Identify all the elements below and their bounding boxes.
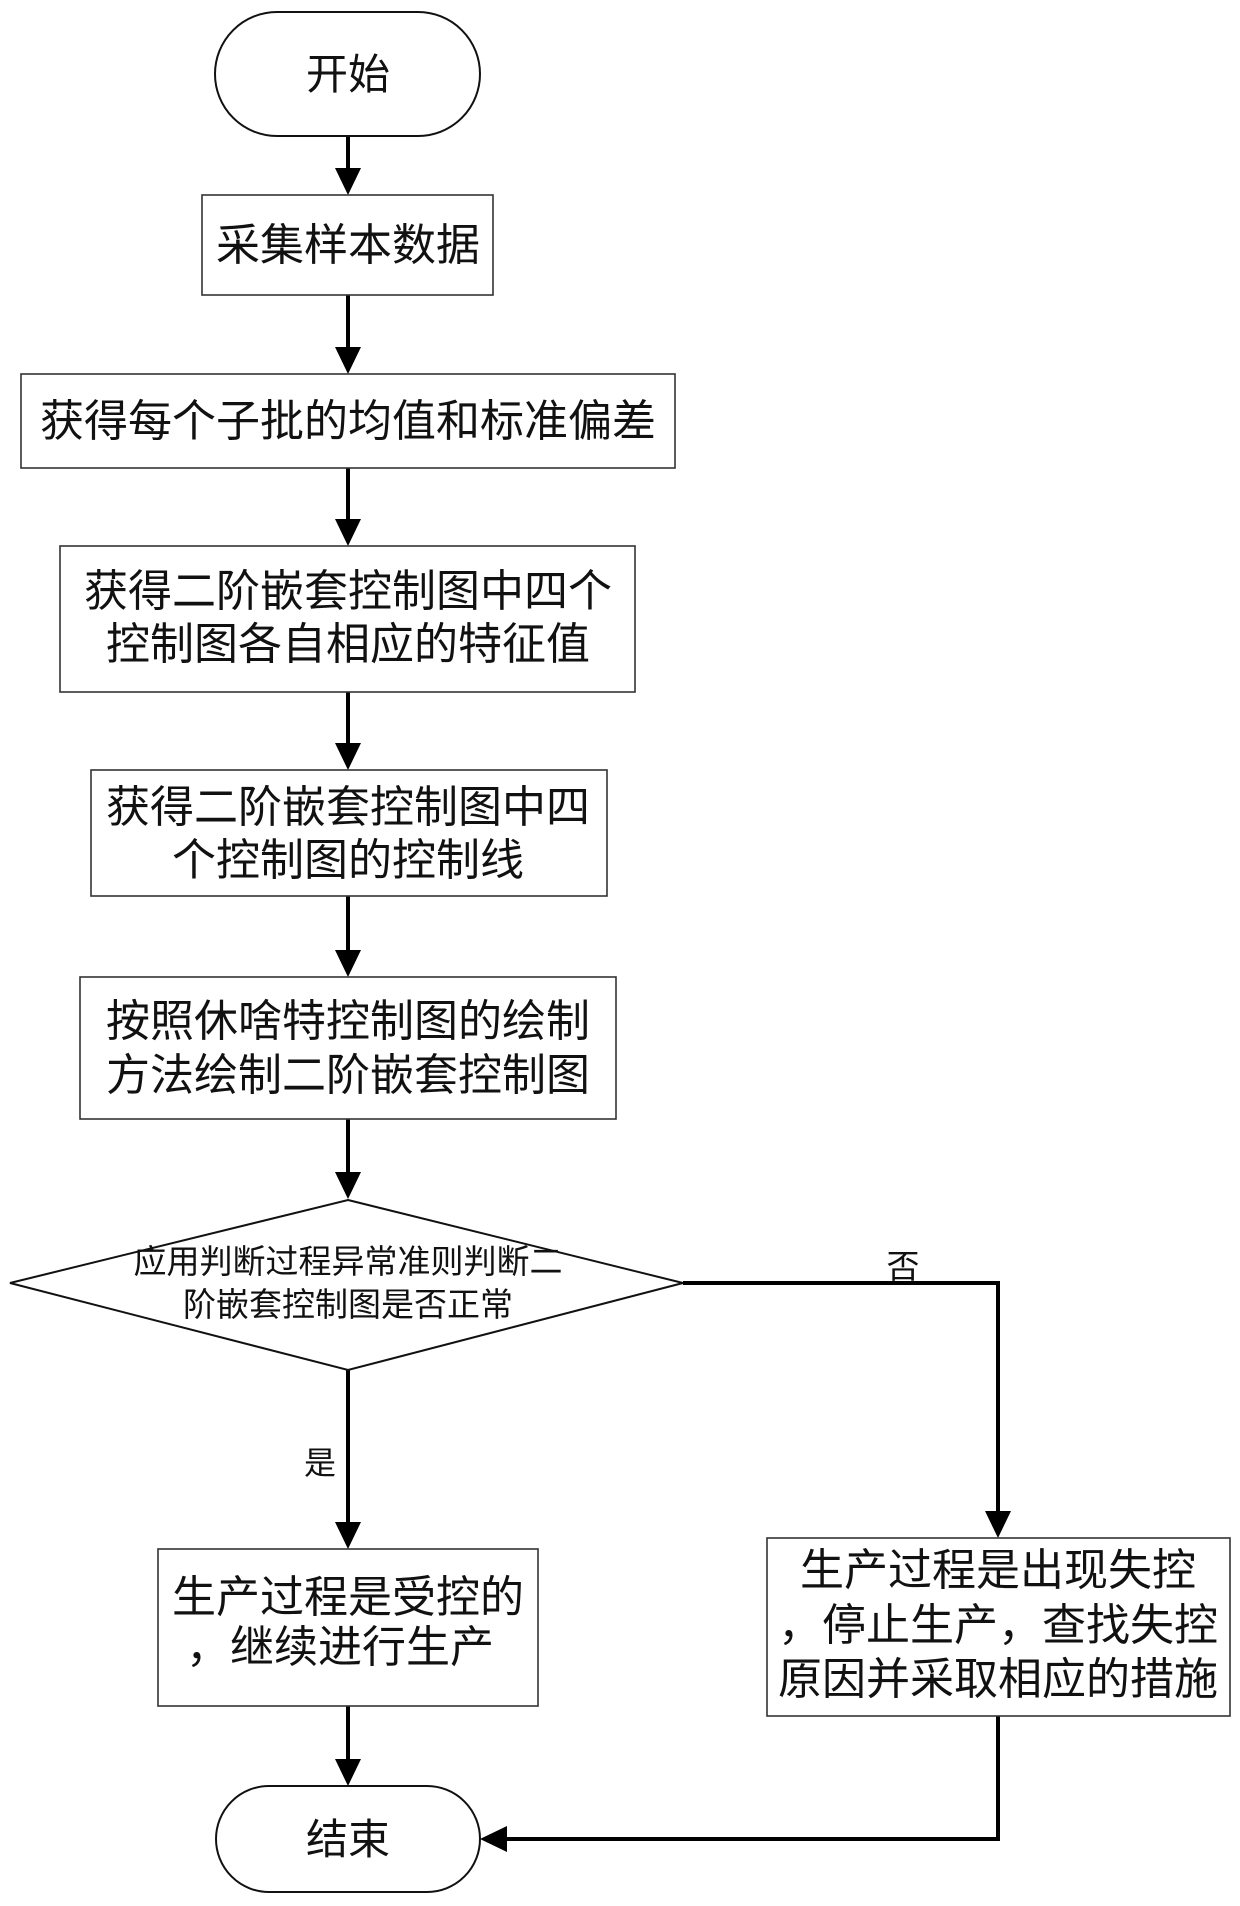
in-control-box <box>157 1548 539 1707</box>
decision-label-line-2: 阶嵌套控制图是否正常 <box>183 1285 513 1324</box>
decision-node: 应用判断过程异常准则判断二 阶嵌套控制图是否正常 <box>9 1198 684 1372</box>
arrowhead-icon <box>335 168 361 195</box>
connectors <box>335 136 1011 1852</box>
out-of-control-node: 生产过程是出现失控 ，停止生产，查找失控 原因并采取相应的措施 <box>766 1537 1231 1717</box>
out-of-control-box <box>766 1537 1231 1717</box>
arrowhead-icon <box>335 1522 361 1549</box>
control-lines-box <box>90 769 608 897</box>
decision-diamond <box>9 1198 684 1372</box>
mean-std-label: 获得每个子批的均值和标准偏差 <box>40 396 656 447</box>
in-control-node: 生产过程是受控的 ，继续进行生产 <box>157 1548 539 1707</box>
control-lines-node: 获得二阶嵌套控制图中四 个控制图的控制线 <box>90 769 608 897</box>
in-control-label-line-2: ，继续进行生产 <box>186 1622 494 1673</box>
arrowhead-icon <box>335 347 361 374</box>
edge-outofcontrol-end <box>503 1716 1000 1841</box>
draw-node: 按照休啥特控制图的绘制 方法绘制二阶嵌套控制图 <box>79 976 617 1120</box>
features-label-line-1: 获得二阶嵌套控制图中四个 <box>84 566 612 617</box>
in-control-label-line-1: 生产过程是受控的 <box>172 1572 524 1623</box>
features-label-line-2: 控制图各自相应的特征值 <box>106 619 590 670</box>
decision-label-line-1: 应用判断过程异常准则判断二 <box>134 1242 563 1281</box>
arrowhead-icon <box>335 1172 361 1199</box>
features-box <box>59 545 636 693</box>
arrowhead-icon <box>985 1511 1011 1538</box>
arrowhead-icon <box>480 1826 507 1852</box>
draw-label-line-2: 方法绘制二阶嵌套控制图 <box>106 1050 590 1101</box>
control-lines-label-line-2: 个控制图的控制线 <box>172 835 524 886</box>
mean-std-box <box>20 373 676 469</box>
arrowhead-icon <box>335 1759 361 1786</box>
edge-decision-no <box>683 1281 1000 1515</box>
end-label: 结束 <box>306 1815 390 1864</box>
out-of-control-label-line-3: 原因并采取相应的措施 <box>778 1654 1218 1705</box>
draw-label-line-1: 按照休啥特控制图的绘制 <box>106 996 590 1047</box>
end-node: 结束 <box>215 1785 481 1893</box>
draw-box <box>79 976 617 1120</box>
collect-label: 采集样本数据 <box>216 220 480 271</box>
arrowhead-icon <box>335 519 361 546</box>
start-terminator-shape <box>214 11 481 137</box>
mean-std-node: 获得每个子批的均值和标准偏差 <box>20 373 676 469</box>
out-of-control-label-line-2: ，停止生产，查找失控 <box>778 1600 1218 1651</box>
start-node: 开始 <box>214 11 481 137</box>
edge-label-yes: 是 <box>304 1444 336 1482</box>
end-terminator-shape <box>215 1785 481 1893</box>
edge-label-no: 否 <box>887 1247 920 1286</box>
features-node: 获得二阶嵌套控制图中四个 控制图各自相应的特征值 <box>59 545 636 693</box>
out-of-control-label-line-1: 生产过程是出现失控 <box>800 1545 1196 1596</box>
arrowhead-icon <box>335 743 361 770</box>
control-lines-label-line-1: 获得二阶嵌套控制图中四 <box>106 782 590 833</box>
collect-box <box>201 194 494 296</box>
start-label: 开始 <box>306 50 390 99</box>
arrowhead-icon <box>335 950 361 977</box>
collect-node: 采集样本数据 <box>201 194 494 296</box>
